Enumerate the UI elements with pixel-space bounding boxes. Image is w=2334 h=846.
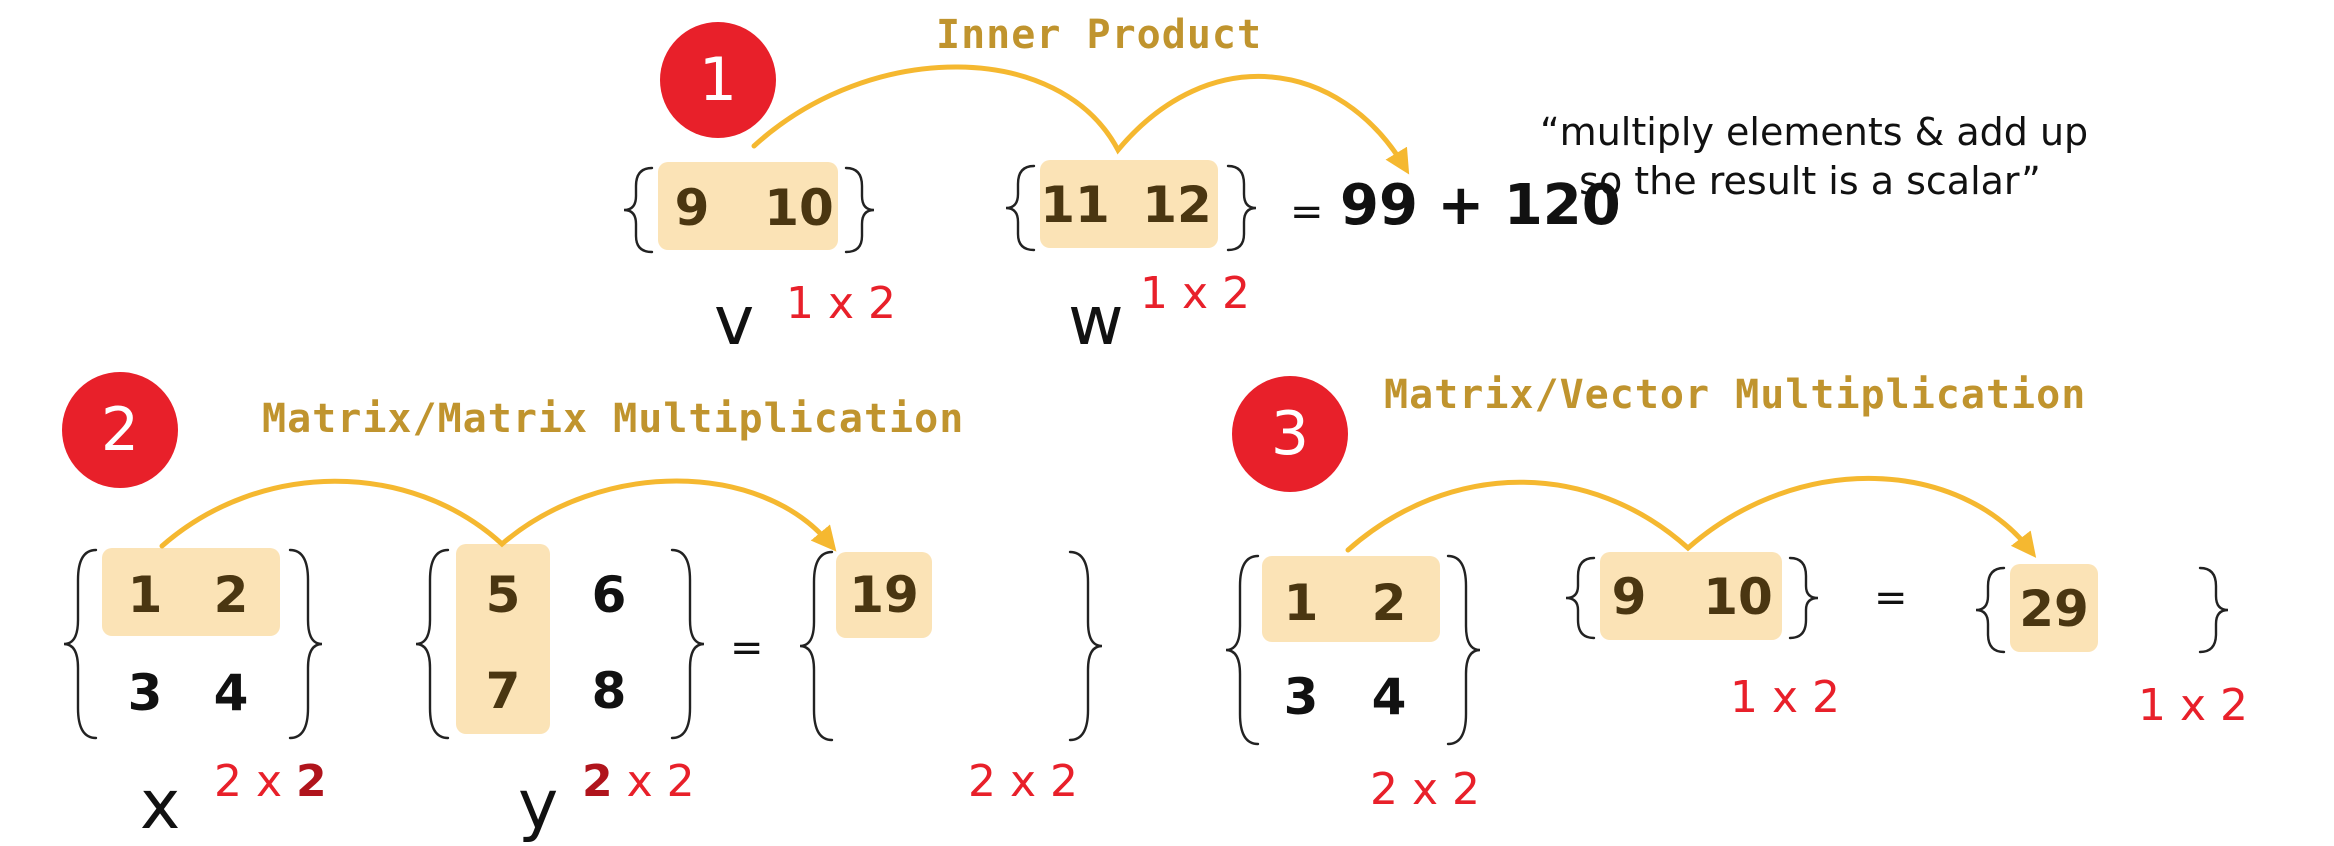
x-dimension-cols: 2 <box>296 756 327 807</box>
mm-result-element-11: 19 <box>849 566 919 624</box>
v-right-brace <box>844 166 875 254</box>
x-element-11: 1 <box>127 566 163 624</box>
w-element-1: 11 <box>1040 176 1110 234</box>
x-row-highlight <box>102 548 280 636</box>
mv-vector-element-2: 10 <box>1703 568 1773 626</box>
mv-result-right-brace <box>2198 566 2229 654</box>
mv-row-highlight <box>1262 556 1440 642</box>
v-element-1: 9 <box>674 179 710 237</box>
step-1-number: 1 <box>698 45 738 115</box>
y-element-11: 5 <box>485 566 521 624</box>
v-label: v <box>714 282 755 361</box>
y-dimension-cols: x 2 <box>612 756 695 807</box>
quote-line-2: so the result is a scalar” <box>1579 159 2041 204</box>
mv-vector-element-1: 9 <box>1611 568 1647 626</box>
mv-result-dimension: 1 x 2 <box>2138 680 2248 731</box>
mv-result-element: 29 <box>2019 580 2089 638</box>
w-right-brace <box>1226 164 1257 252</box>
mm-result-left-brace <box>799 550 834 742</box>
matrix-matrix-arrow <box>159 478 837 552</box>
y-element-21: 7 <box>485 662 521 720</box>
mv-matrix-dimension: 2 x 2 <box>1370 764 1480 815</box>
matrix-matrix-title: Matrix/Matrix Multiplication <box>262 396 965 442</box>
inner-product-arrow <box>751 64 1410 175</box>
x-dimension: 2 x 2 <box>214 760 327 804</box>
x-right-brace <box>288 548 323 740</box>
x-dimension-rows: 2 x <box>214 756 297 807</box>
y-left-brace <box>415 548 450 740</box>
matrix-vector-title: Matrix/Vector Multiplication <box>1384 372 2087 418</box>
mv-matrix-element-21: 3 <box>1283 668 1319 726</box>
mm-result-right-brace <box>1068 550 1103 742</box>
v-element-2: 10 <box>764 179 834 237</box>
v-left-brace <box>623 166 654 254</box>
step-3-badge: 3 <box>1232 376 1348 492</box>
y-right-brace <box>670 548 705 740</box>
y-element-12: 6 <box>591 566 627 624</box>
w-dimension: 1 x 2 <box>1140 268 1250 319</box>
x-element-21: 3 <box>127 664 163 722</box>
mv-result-left-brace <box>1975 566 2006 654</box>
y-column-highlight <box>456 544 550 734</box>
matrix-vector-arrow <box>1345 475 2037 558</box>
quote-line-1: “multiply elements & add up <box>1540 110 2089 154</box>
mv-vector-left-brace <box>1565 556 1596 640</box>
mv-vector-dimension: 1 x 2 <box>1730 672 1840 723</box>
y-dimension-rows: 2 <box>582 756 613 807</box>
y-element-22: 8 <box>591 662 627 720</box>
x-element-12: 2 <box>213 566 249 624</box>
w-element-2: 12 <box>1142 176 1212 234</box>
mm-result-highlight <box>836 552 932 638</box>
mv-result-highlight <box>2010 564 2098 652</box>
step-2-badge: 2 <box>62 372 178 488</box>
x-label: x <box>140 766 181 845</box>
mv-vector-right-brace <box>1788 556 1819 640</box>
y-label: y <box>518 766 559 845</box>
w-label: w <box>1068 282 1124 361</box>
w-highlight <box>1040 160 1218 248</box>
inner-product-equals: = <box>1290 189 1324 235</box>
y-dimension: 2 x 2 <box>582 760 695 804</box>
mv-matrix-element-11: 1 <box>1283 574 1319 632</box>
mv-matrix-right-brace <box>1446 554 1481 746</box>
mv-matrix-element-22: 4 <box>1371 668 1407 726</box>
step-3-number: 3 <box>1270 399 1310 469</box>
inner-product-quote: “multiply elements & add up so the resul… <box>1540 108 2089 207</box>
mv-vector-highlight <box>1600 552 1782 640</box>
matrix-vector-equals: = <box>1874 575 1908 621</box>
v-highlight <box>658 162 838 250</box>
inner-product-title: Inner Product <box>936 12 1263 58</box>
step-1-badge: 1 <box>660 22 776 138</box>
w-left-brace <box>1005 164 1036 252</box>
x-left-brace <box>63 548 98 740</box>
v-dimension: 1 x 2 <box>786 278 896 329</box>
x-element-22: 4 <box>213 664 249 722</box>
inner-product-result: 99 + 120 <box>1340 173 1621 238</box>
matrix-matrix-equals: = <box>730 625 764 671</box>
mv-matrix-element-12: 2 <box>1371 574 1407 632</box>
step-2-number: 2 <box>100 395 140 465</box>
mm-result-dimension: 2 x 2 <box>968 756 1078 807</box>
mv-matrix-left-brace <box>1225 554 1260 746</box>
